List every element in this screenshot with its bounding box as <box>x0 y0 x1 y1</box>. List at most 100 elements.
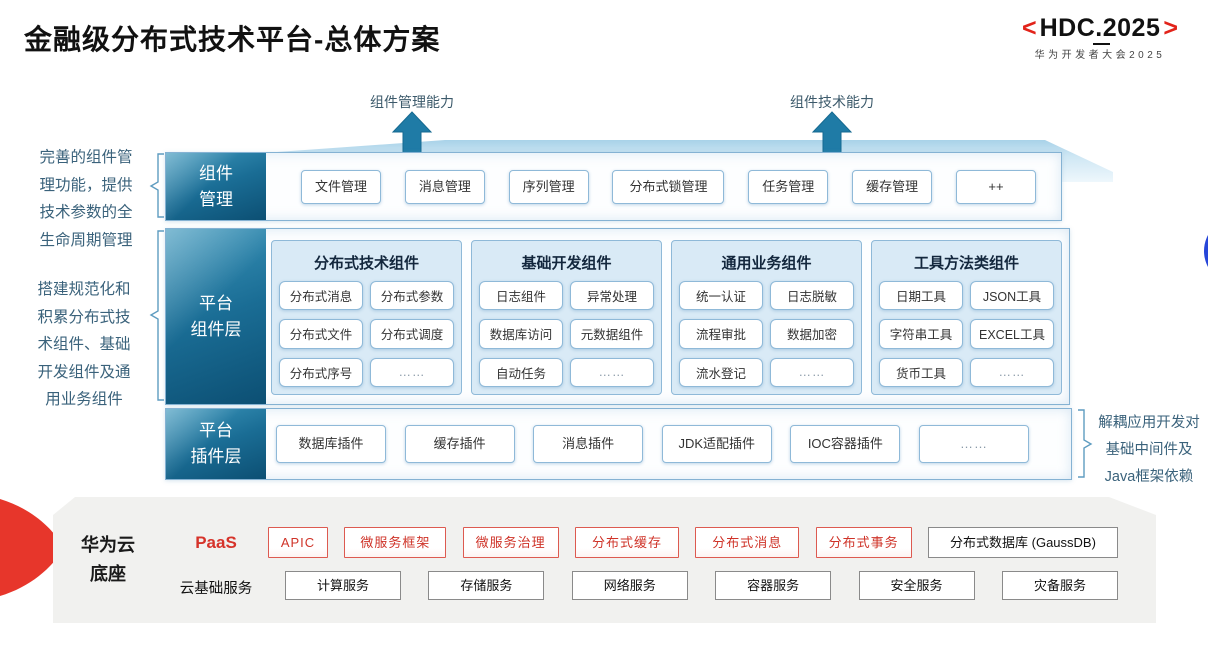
plugin-box: 数据库插件 <box>276 425 386 463</box>
arrow-label-mgmt: 组件管理能力 <box>370 94 454 110</box>
layer-label-line: 平台 <box>199 293 233 313</box>
component-box: JSON工具 <box>970 281 1054 311</box>
component-box-more: …… <box>970 357 1054 387</box>
paas-label: PaaS <box>195 533 237 552</box>
group-grid: 分布式消息 分布式参数 分布式文件 分布式调度 分布式序号 …… <box>279 281 454 387</box>
huawei-cloud-foundation <box>53 497 1156 623</box>
note-line: 基础中间件及 <box>1105 442 1193 458</box>
group-distributed-tech: 分布式技术组件 分布式消息 分布式参数 分布式文件 分布式调度 分布式序号 …… <box>271 240 462 395</box>
component-box: 缓存管理 <box>852 169 933 204</box>
foundation-label: 华为云 底座 <box>72 531 144 589</box>
group-title: 基础开发组件 <box>521 255 612 272</box>
logo-subtitle: 华为开发者大会2025 <box>1034 50 1166 61</box>
plugin-box: 缓存插件 <box>404 425 515 463</box>
logo-underline <box>1092 43 1110 45</box>
layer-label: 平台 组件层 <box>166 229 266 404</box>
component-box: 分布式锁管理 <box>612 169 725 204</box>
component-box: 元数据组件 <box>570 319 654 349</box>
hdc-logo: < HDC.2025 > 华为开发者大会2025 <box>1000 14 1200 61</box>
group-title: 通用业务组件 <box>721 255 812 272</box>
iaas-box: 灾备服务 <box>1001 571 1118 600</box>
group-title: 分布式技术组件 <box>313 255 419 272</box>
component-box: 异常处理 <box>570 281 654 311</box>
component-box: 分布式调度 <box>370 319 454 349</box>
component-box: 序列管理 <box>508 169 589 204</box>
component-box: ++ <box>955 169 1036 204</box>
component-groups: 分布式技术组件 分布式消息 分布式参数 分布式文件 分布式调度 分布式序号 ……… <box>271 240 1062 395</box>
plugin-box: 消息插件 <box>533 425 644 463</box>
component-box: 分布式消息 <box>279 281 363 311</box>
layer-label: 平台 插件层 <box>166 409 266 479</box>
component-box: 分布式参数 <box>370 281 454 311</box>
paas-box: APIC <box>268 527 328 558</box>
note-line: 用业务组件 <box>45 391 123 408</box>
component-box-more: …… <box>570 357 654 387</box>
page-title: 金融级分布式技术平台-总体方案 <box>24 24 441 55</box>
iaas-box: 容器服务 <box>715 571 832 600</box>
component-box: 分布式序号 <box>279 357 363 387</box>
component-box: 日志脱敏 <box>770 281 854 311</box>
component-box: 自动任务 <box>479 357 563 387</box>
layer-label-line: 管理 <box>199 189 233 209</box>
component-box: 消息管理 <box>404 169 485 204</box>
paas-box: 微服务治理 <box>462 527 559 558</box>
note-line: 理功能，提供 <box>39 176 133 194</box>
group-title: 工具方法类组件 <box>913 255 1019 272</box>
layer-label: 组件 管理 <box>166 153 266 220</box>
plugin-box: IOC容器插件 <box>790 425 901 463</box>
note-platform-components: 搭建规范化和 积累分布式技 术组件、基础 开发组件及通 用业务组件 <box>10 276 158 414</box>
note-line: Java框架依赖 <box>1104 469 1194 485</box>
foundation-label-line: 华为云 <box>81 535 135 555</box>
iaas-box: 网络服务 <box>571 571 688 600</box>
group-tool-methods: 工具方法类组件 日期工具 JSON工具 字符串工具 EXCEL工具 货币工具 …… <box>871 240 1062 395</box>
layer-platform-plugins: 平台 插件层 数据库插件 缓存插件 消息插件 JDK适配插件 IOC容器插件 …… <box>165 408 1072 480</box>
blue-circle-decoration <box>1204 217 1208 285</box>
note-line: 解耦应用开发对 <box>1098 415 1200 431</box>
component-box-more: …… <box>770 357 854 387</box>
component-box: 数据加密 <box>770 319 854 349</box>
layer-label-line: 插件层 <box>190 447 242 466</box>
paas-box: 分布式缓存 <box>574 527 679 558</box>
component-box: 日期工具 <box>879 281 963 311</box>
paas-items: APIC 微服务框架 微服务治理 分布式缓存 分布式消息 分布式事务 分布式数据… <box>268 527 1118 558</box>
group-grid: 日期工具 JSON工具 字符串工具 EXCEL工具 货币工具 …… <box>879 281 1054 387</box>
arrow-label-tech: 组件技术能力 <box>790 94 874 110</box>
component-box: 数据库访问 <box>479 319 563 349</box>
component-box: 文件管理 <box>301 169 381 204</box>
component-box: 统一认证 <box>679 281 763 311</box>
plugin-box: JDK适配插件 <box>661 425 772 463</box>
component-box: 字符串工具 <box>879 319 963 349</box>
group-common-business: 通用业务组件 统一认证 日志脱敏 流程审批 数据加密 流水登记 …… <box>671 240 862 395</box>
paas-box: 微服务框架 <box>344 527 447 558</box>
note-line: 生命周期管理 <box>39 231 133 249</box>
iaas-items: 计算服务 存储服务 网络服务 容器服务 安全服务 灾备服务 <box>285 571 1118 600</box>
component-box: 日志组件 <box>479 281 563 311</box>
foundation-label-line: 底座 <box>90 564 126 584</box>
paas-box: 分布式消息 <box>695 527 800 558</box>
group-grid: 统一认证 日志脱敏 流程审批 数据加密 流水登记 …… <box>679 281 854 387</box>
group-basic-dev: 基础开发组件 日志组件 异常处理 数据库访问 元数据组件 自动任务 …… <box>471 240 662 395</box>
layer-component-mgmt: 组件 管理 文件管理 消息管理 序列管理 分布式锁管理 任务管理 缓存管理 ++ <box>165 152 1062 221</box>
iaas-box: 安全服务 <box>858 571 975 600</box>
layer-label-line: 组件 <box>199 163 233 183</box>
plugin-box-more: …… <box>918 425 1029 463</box>
right-bracket-band3 <box>1078 409 1093 478</box>
component-box: 任务管理 <box>748 169 829 204</box>
note-line: 完善的组件管 <box>39 149 133 166</box>
layer-platform-components: 平台 组件层 分布式技术组件 分布式消息 分布式参数 分布式文件 分布式调度 分… <box>165 228 1070 405</box>
logo-close-bracket: > <box>1163 14 1178 42</box>
note-line: 开发组件及通 <box>37 363 131 381</box>
note-line: 搭建规范化和 <box>37 281 131 298</box>
logo-open-bracket: < <box>1022 14 1037 42</box>
component-box: 流程审批 <box>679 319 763 349</box>
paas-box: 分布式事务 <box>815 527 912 558</box>
layer-label-line: 组件层 <box>190 319 242 339</box>
iaas-box: 计算服务 <box>285 571 401 600</box>
note-line: 技术参数的全 <box>39 204 133 221</box>
logo-text: HDC.2025 <box>1040 14 1161 45</box>
component-box: 流水登记 <box>679 357 763 387</box>
component-box-more: …… <box>370 357 454 387</box>
component-box: EXCEL工具 <box>970 319 1054 349</box>
component-box: 货币工具 <box>879 357 963 387</box>
